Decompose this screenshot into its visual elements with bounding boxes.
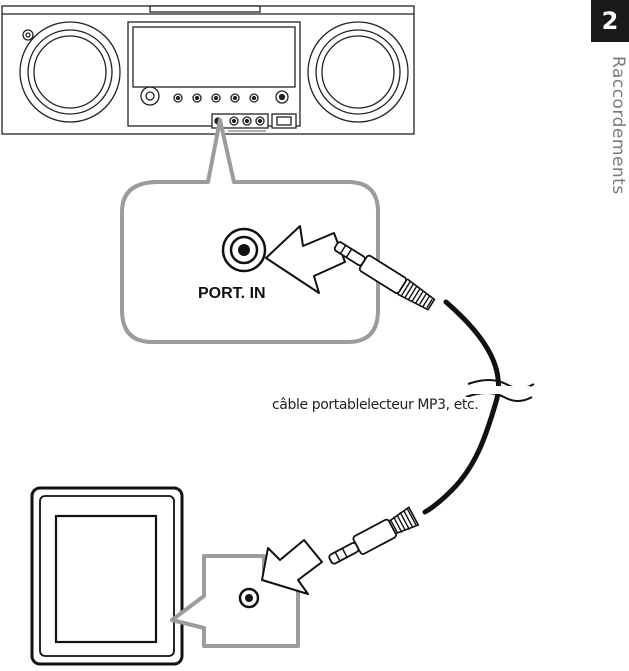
insert-arrow-icon xyxy=(261,539,323,595)
player-jack-icon xyxy=(238,587,260,609)
section-title: Raccordements xyxy=(608,56,628,195)
mp3-cable xyxy=(422,299,535,515)
port-in-label: PORT. IN xyxy=(198,285,266,302)
top-plug xyxy=(333,241,436,311)
portable-player-icon xyxy=(30,486,184,666)
cable-caption: câble portablelecteur MP3, etc. xyxy=(270,397,481,413)
audio-jack-icon xyxy=(221,227,267,273)
audio-unit-icon xyxy=(1,5,415,135)
chapter-number-badge: 2 xyxy=(591,0,629,42)
bottom-plug xyxy=(328,506,420,565)
